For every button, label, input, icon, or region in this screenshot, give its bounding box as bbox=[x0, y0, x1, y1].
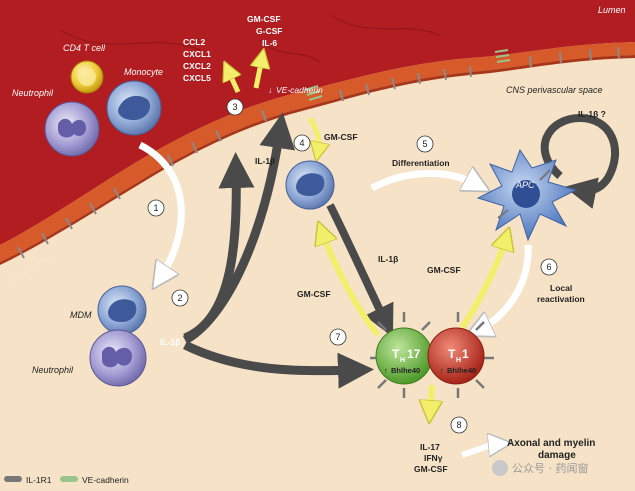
mdm-cell bbox=[97, 285, 147, 335]
apc-cell bbox=[476, 148, 578, 242]
step-2-marker: 2 bbox=[171, 289, 189, 307]
legend: IL-1R1 VE-cadherin bbox=[4, 475, 129, 485]
arrow-local-reactivation bbox=[478, 244, 532, 330]
cns-space-label: CNS perivascular space bbox=[506, 85, 603, 95]
svg-text:CXCL2: CXCL2 bbox=[183, 61, 211, 71]
il1b-left-label: IL-1β bbox=[255, 156, 275, 166]
cytokine-arrow bbox=[256, 58, 262, 89]
svg-text:7: 7 bbox=[335, 332, 340, 342]
legend-il1r1-label: IL-1R1 bbox=[26, 475, 52, 485]
arrow-monocyte-to-th bbox=[326, 203, 394, 338]
step-7-marker: 7 bbox=[329, 328, 347, 346]
svg-text:IFNγ: IFNγ bbox=[424, 453, 443, 463]
damage-label-line2: damage bbox=[538, 450, 576, 461]
step-5-marker: 5 bbox=[416, 135, 434, 153]
step-8-marker: 8 bbox=[450, 416, 468, 434]
local-label: Local bbox=[550, 283, 572, 293]
monocyte-label: Monocyte bbox=[124, 67, 163, 77]
th1-label-num: 1 bbox=[462, 347, 469, 361]
th17-label-h: H bbox=[400, 357, 405, 364]
ve-cadherin-junctions bbox=[304, 49, 511, 101]
svg-text:公众号 · 药闻窗: 公众号 · 药闻窗 bbox=[512, 461, 589, 475]
svg-text:GM-CSF: GM-CSF bbox=[247, 14, 281, 24]
svg-text:6: 6 bbox=[546, 262, 551, 272]
chemokine-arrow bbox=[228, 70, 238, 94]
th1-cell bbox=[427, 312, 494, 398]
il1b-mdm-label: IL-1β bbox=[160, 337, 180, 347]
svg-text:1: 1 bbox=[153, 203, 158, 213]
gmcsf-step4-label: GM-CSF bbox=[324, 132, 358, 142]
cd4-t-cell bbox=[70, 60, 104, 94]
svg-text:CXCL5: CXCL5 bbox=[183, 73, 211, 83]
damage-label-line1: Axonal and myelin bbox=[507, 438, 595, 449]
th1-bhlhe40-arrow: ↑ bbox=[440, 366, 444, 375]
cytokine-list-top: GM-CSF G-CSF IL-6 bbox=[247, 14, 282, 48]
ve-cadherin-label: VE-cadherin bbox=[276, 85, 323, 95]
neutrophil-lumen bbox=[44, 101, 100, 157]
neutrophil-top-label: Neutrophil bbox=[12, 88, 54, 98]
arrow-to-damage bbox=[461, 444, 500, 458]
arrow-step-1 bbox=[138, 141, 185, 278]
il1b-mid-label: IL-1β bbox=[378, 254, 398, 264]
svg-text:IL-6: IL-6 bbox=[262, 38, 277, 48]
step-3-marker: 3 bbox=[226, 98, 244, 116]
legend-vecad-swatch bbox=[60, 476, 78, 482]
arrow-il1b-to-th17 bbox=[183, 340, 374, 389]
arrow-il1b-autocrine bbox=[540, 113, 620, 209]
svg-text:CXCL1: CXCL1 bbox=[183, 49, 211, 59]
legend-vecad-label: VE-cadherin bbox=[82, 475, 129, 485]
monocyte-lumen bbox=[106, 80, 162, 136]
svg-text:5: 5 bbox=[422, 139, 427, 149]
th1-label-h: H bbox=[456, 357, 461, 364]
watermark: 公众号 · 药闻窗 bbox=[492, 460, 589, 476]
th17-bhlhe40: Bhlhe40 bbox=[391, 366, 420, 375]
effector-outputs: IL-17 IFNγ GM-CSF bbox=[414, 442, 448, 474]
apc-label: APC bbox=[515, 180, 535, 190]
il1b-q-label: IL-1β ? bbox=[578, 109, 606, 119]
gmcsf-left-label: GM-CSF bbox=[297, 289, 331, 299]
arrow-differentiation bbox=[370, 173, 478, 188]
lumen-label: Lumen bbox=[598, 5, 626, 15]
arrow-gmcsf-step4 bbox=[307, 116, 319, 152]
th17-label-num: 17 bbox=[407, 347, 421, 361]
neutrophil-cns bbox=[89, 329, 147, 387]
th17-bhlhe40-arrow: ↑ bbox=[384, 366, 388, 375]
cd4-label: CD4 T cell bbox=[63, 43, 106, 53]
svg-text:GM-CSF: GM-CSF bbox=[414, 464, 448, 474]
step-4-marker: 4 bbox=[293, 134, 311, 152]
differentiation-label: Differentiation bbox=[392, 158, 450, 168]
th17-label-t: T bbox=[392, 347, 400, 361]
arrow-outputs bbox=[430, 384, 432, 412]
svg-text:IL-17: IL-17 bbox=[420, 442, 440, 452]
th1-bhlhe40: Bhlhe40 bbox=[447, 366, 476, 375]
svg-text:2: 2 bbox=[177, 293, 182, 303]
svg-text:8: 8 bbox=[456, 420, 461, 430]
step-6-marker: 6 bbox=[540, 258, 558, 276]
monocyte-perivascular bbox=[285, 160, 335, 210]
gmcsf-right-label: GM-CSF bbox=[427, 265, 461, 275]
chemokine-list: CCL2 CXCL1 CXCL2 CXCL5 bbox=[183, 37, 211, 83]
neutrophil-bottom-label: Neutrophil bbox=[32, 365, 74, 375]
arrow-gmcsf-step7 bbox=[322, 232, 381, 337]
th1-label-t: T bbox=[448, 347, 456, 361]
svg-text:CCL2: CCL2 bbox=[183, 37, 205, 47]
ve-down-arrow: ↓ bbox=[268, 85, 272, 95]
lumen-region bbox=[0, 0, 635, 245]
svg-text:3: 3 bbox=[232, 102, 237, 112]
basal-lamina-receptors bbox=[17, 46, 620, 259]
step-1-marker: 1 bbox=[147, 199, 165, 217]
reactivation-label: reactivation bbox=[537, 294, 585, 304]
legend-il1r1-swatch bbox=[4, 476, 22, 482]
svg-text:G-CSF: G-CSF bbox=[256, 26, 282, 36]
arrow-il1b-to-step4 bbox=[182, 112, 296, 344]
mdm-label: MDM bbox=[70, 310, 92, 320]
lumen-texture bbox=[59, 14, 441, 63]
svg-text:4: 4 bbox=[299, 138, 304, 148]
